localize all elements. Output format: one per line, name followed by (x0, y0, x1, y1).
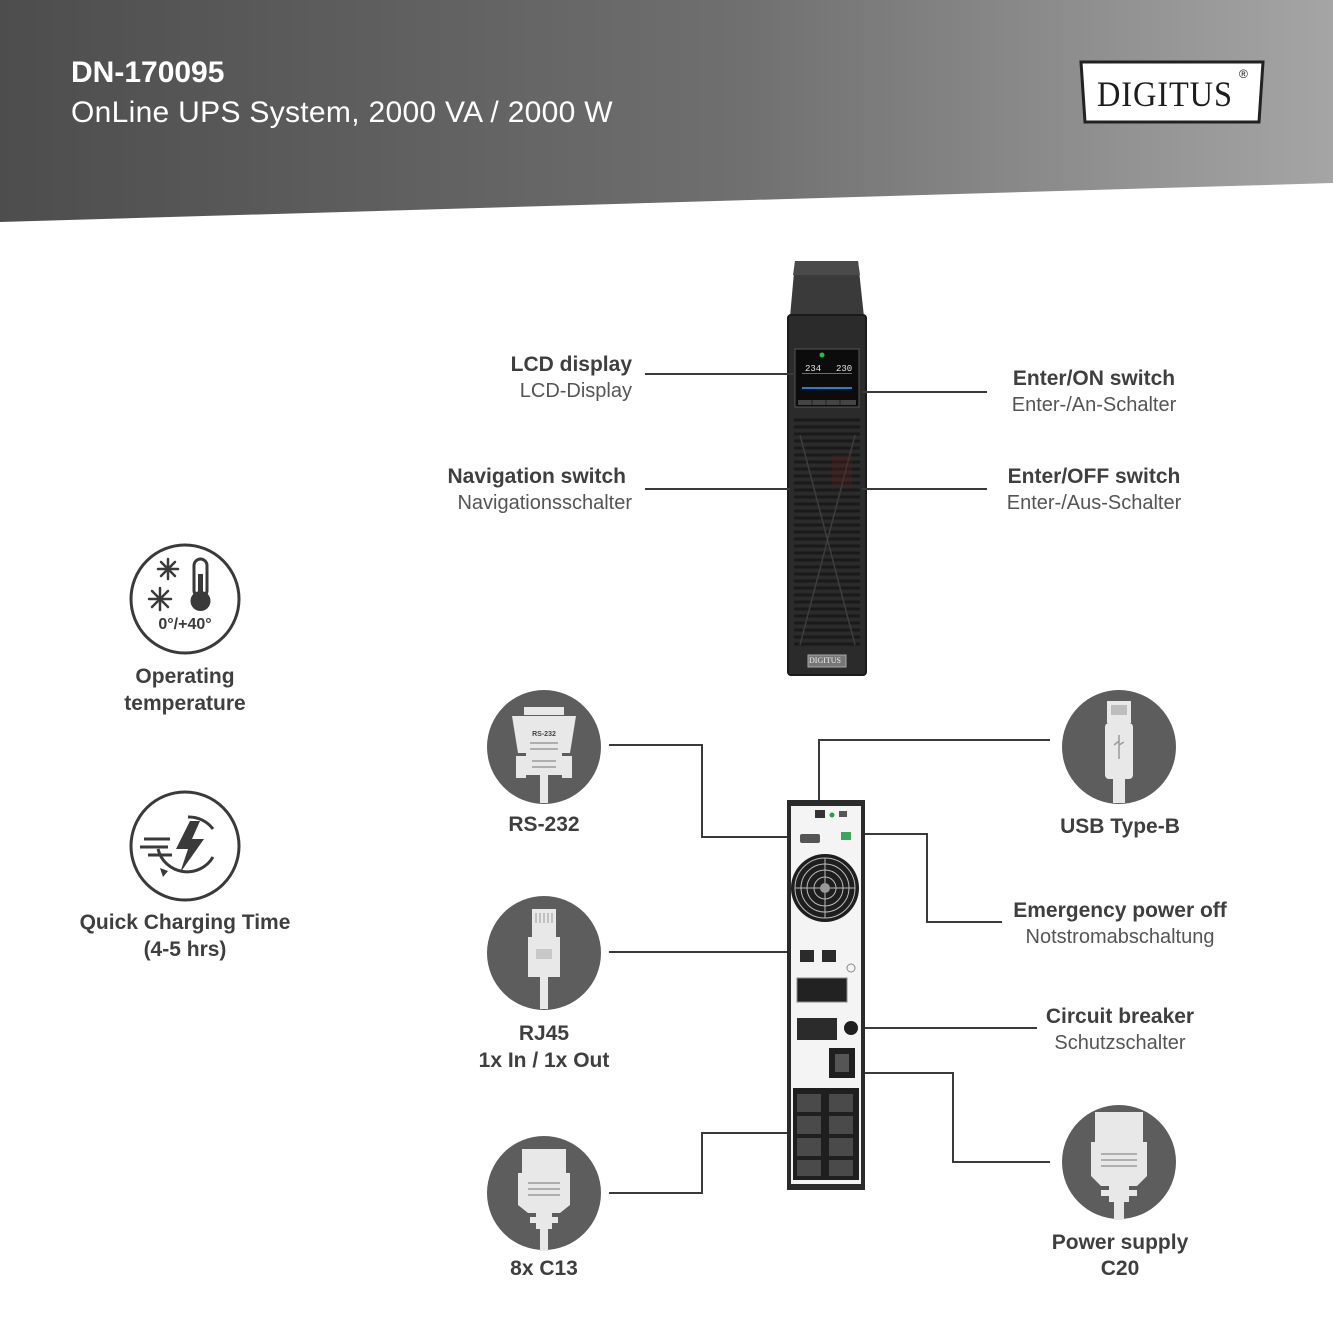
rj45-label-1: RJ45 (518, 1022, 570, 1045)
power-label-2: C20 (1100, 1257, 1140, 1280)
c13-label: 8x C13 (510, 1257, 578, 1280)
epo-label-en: Emergency power off (1013, 899, 1227, 922)
rs232-connector-icon (487, 690, 601, 804)
temperature-label-2: temperature (124, 692, 246, 715)
thermometer-icon (190, 557, 211, 611)
enter-off-label-en: Enter/OFF switch (1007, 465, 1181, 488)
enter-on-label-de: Enter-/An-Schalter (1011, 394, 1177, 416)
sun-icon (156, 557, 180, 581)
navigation-label-en: Navigation switch (447, 465, 626, 488)
temperature-range: 0°/+40° (158, 616, 212, 633)
power-label-1: Power supply (1051, 1231, 1189, 1254)
charging-label-1: Quick Charging Time (79, 911, 291, 934)
rj45-label-2: 1x In / 1x Out (478, 1049, 610, 1072)
lcd-label-de: LCD-Display (519, 380, 632, 402)
ups-rear-view (787, 800, 865, 1190)
lightning-charge-icon (129, 790, 241, 902)
rs232-connector-text: RS-232 (532, 731, 556, 738)
navigation-label-de: Navigationsschalter (457, 492, 632, 514)
device-badge: DIGITUS (809, 656, 841, 665)
c13-plug-icon (487, 1136, 601, 1251)
header-banner (0, 0, 1333, 222)
front-vent-grill (794, 418, 860, 646)
epo-label-de: Notstromabschaltung (1025, 926, 1215, 948)
lcd-screen (794, 348, 860, 408)
product-sku: DN-170095 (71, 56, 225, 89)
charging-label-2: (4-5 hrs) (143, 938, 227, 961)
ups-front-view (787, 261, 867, 676)
digitus-logo: DIGITUS ® (1079, 60, 1265, 124)
product-title: OnLine UPS System, 2000 VA / 2000 W (71, 96, 613, 129)
rs232-label: RS-232 (508, 813, 580, 836)
rj45-connector-icon (487, 896, 601, 1010)
snowflake-icon (147, 586, 173, 612)
lcd-output-voltage: 230 (836, 364, 853, 374)
registered-mark: ® (1239, 67, 1248, 81)
temperature-icon (129, 543, 241, 655)
enter-on-label-en: Enter/ON switch (1012, 367, 1176, 390)
logo-text: DIGITUS (1097, 74, 1233, 114)
enter-off-label-de: Enter-/Aus-Schalter (1006, 492, 1182, 514)
breaker-label-de: Schutzschalter (1054, 1032, 1186, 1054)
breaker-label-en: Circuit breaker (1045, 1005, 1195, 1028)
c20-plug-icon (1062, 1105, 1176, 1220)
usb-type-b-icon (1062, 690, 1176, 804)
temperature-label-1: Operating (135, 665, 235, 688)
lcd-label-en: LCD display (510, 353, 632, 376)
usb-label: USB Type-B (1060, 815, 1180, 838)
lcd-input-voltage: 234 (805, 364, 822, 374)
